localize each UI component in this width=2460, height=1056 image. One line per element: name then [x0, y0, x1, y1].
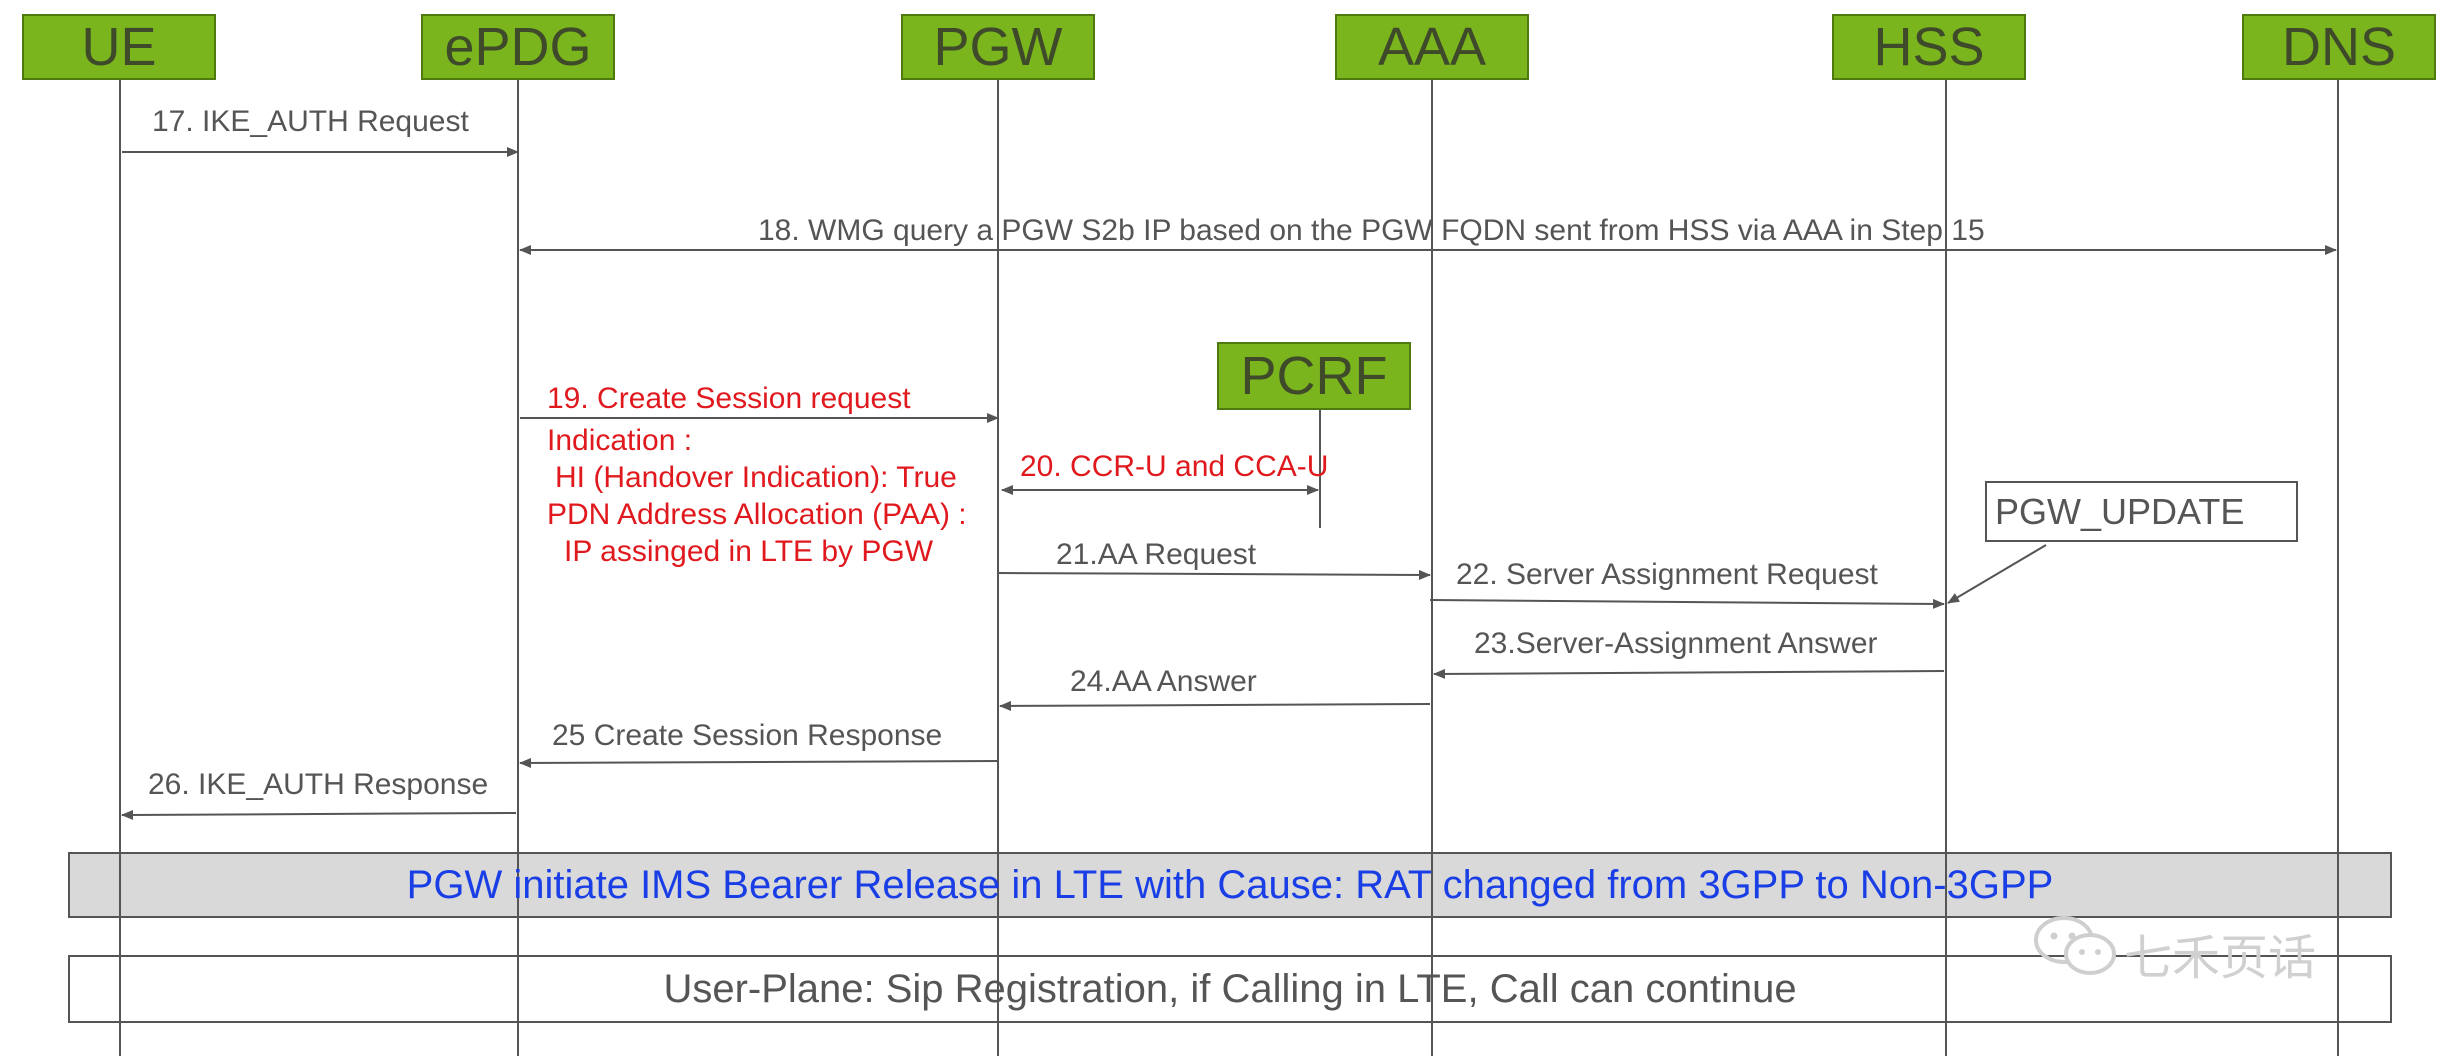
entity-dns-label: DNS — [2281, 17, 2396, 77]
entity-epdg: ePDG — [421, 14, 615, 80]
entity-aaa: AAA — [1335, 14, 1529, 80]
message-22-label: 22. Server Assignment Request — [1456, 558, 1878, 591]
arrow-25 — [519, 757, 999, 768]
message-19-indication: Indication : HI (Handover Indication): T… — [547, 422, 967, 570]
entity-pcrf: PCRF — [1217, 342, 1411, 410]
message-24-label: 24.AA Answer — [1070, 665, 1257, 698]
release-band-label: PGW initiate IMS Bearer Release in LTE w… — [406, 862, 2054, 907]
arrow-23 — [1433, 668, 1945, 679]
arrow-21 — [997, 569, 1431, 580]
entity-ue-label: UE — [81, 17, 157, 77]
note-box: PGW_UPDATE — [1985, 481, 2298, 542]
userplane-band: User-Plane: Sip Registration, if Calling… — [68, 955, 2392, 1023]
indication-line: HI (Handover Indication): True — [555, 461, 957, 494]
entity-hss: HSS — [1832, 14, 2026, 80]
indication-line: PDN Address Allocation (PAA) : — [547, 498, 967, 531]
entity-pcrf-label: PCRF — [1240, 346, 1388, 406]
entity-hss-label: HSS — [1873, 17, 1985, 77]
entity-ue: UE — [22, 14, 216, 80]
note-pointer — [1947, 544, 2047, 604]
message-17-label: 17. IKE_AUTH Request — [152, 105, 469, 138]
arrow-26 — [121, 809, 517, 820]
userplane-band-label: User-Plane: Sip Registration, if Calling… — [663, 966, 1797, 1011]
indication-line: Indication : — [547, 424, 693, 457]
entity-aaa-label: AAA — [1377, 17, 1487, 77]
arrow-22 — [1429, 598, 1945, 609]
entity-dns: DNS — [2242, 14, 2436, 80]
message-23-label: 23.Server-Assignment Answer — [1474, 627, 1878, 660]
indication-line: IP assinged in LTE by PGW — [564, 535, 934, 568]
watermark-label: 七禾页话 — [2124, 930, 2317, 986]
entity-pgw: PGW — [901, 14, 1095, 80]
wechat-icon — [2032, 910, 2118, 980]
message-26-label: 26. IKE_AUTH Response — [148, 768, 489, 801]
entity-pgw-label: PGW — [933, 17, 1063, 77]
note-label: PGW_UPDATE — [1995, 490, 2245, 532]
release-band: PGW initiate IMS Bearer Release in LTE w… — [68, 852, 2392, 918]
message-25-label: 25 Create Session Response — [552, 719, 943, 752]
message-21-label: 21.AA Request — [1056, 538, 1257, 571]
message-19-label: 19. Create Session request — [547, 382, 911, 415]
message-18-label: 18. WMG query a PGW S2b IP based on the … — [758, 214, 1985, 247]
arrow-24 — [999, 700, 1431, 711]
entity-epdg-label: ePDG — [444, 17, 592, 77]
message-20-label: 20. CCR-U and CCA-U — [1020, 450, 1329, 483]
